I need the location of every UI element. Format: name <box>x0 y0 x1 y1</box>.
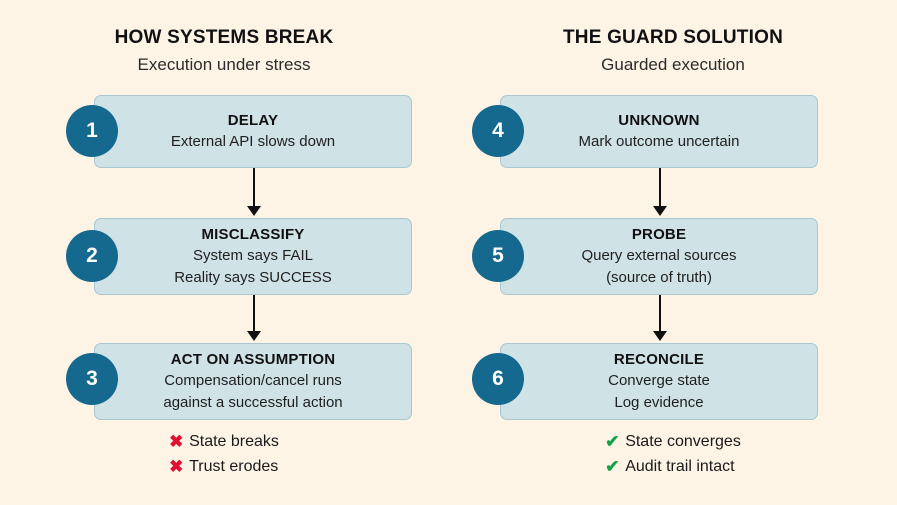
column-title: THE GUARD SOLUTION <box>563 27 783 48</box>
step-number-badge-6: 6 <box>472 353 524 405</box>
step-box-act-on-assumption[interactable]: ACT ON ASSUMPTION Compensation/cancel ru… <box>94 343 412 420</box>
step-number-badge-5: 5 <box>472 230 524 282</box>
step-number: 1 <box>86 119 98 142</box>
step-number: 6 <box>492 367 504 390</box>
cross-icon: ✖ <box>169 457 184 476</box>
step-box-delay[interactable]: DELAY External API slows down <box>94 95 412 168</box>
cross-icon: ✖ <box>169 432 184 451</box>
check-icon: ✔ <box>605 432 620 451</box>
connector-4-to-5 <box>659 168 661 210</box>
column-the-guard-solution: THE GUARD SOLUTION Guarded execution UNK… <box>449 0 897 505</box>
step-box-reconcile[interactable]: RECONCILE Converge state Log evidence <box>500 343 818 420</box>
column-title: HOW SYSTEMS BREAK <box>114 27 334 48</box>
arrowhead-4-to-5 <box>653 206 667 216</box>
connector-2-to-3 <box>253 295 255 335</box>
outcome-label: State converges <box>625 433 741 450</box>
connector-5-to-6 <box>659 295 661 335</box>
step-number: 5 <box>492 244 504 267</box>
column-subtitle: Guarded execution <box>601 55 745 74</box>
step-title: UNKNOWN <box>618 111 700 129</box>
column-header: THE GUARD SOLUTION Guarded execution <box>449 26 897 77</box>
column-subtitle: Execution under stress <box>137 55 311 74</box>
outcome-item: ✔ Audit trail intact <box>605 454 741 479</box>
outcome-item: ✔ State converges <box>605 429 741 454</box>
step-number: 2 <box>86 244 98 267</box>
step-line: Log evidence <box>614 393 704 411</box>
step-line: Mark outcome uncertain <box>578 132 740 150</box>
step-number: 3 <box>86 367 98 390</box>
step-number-badge-3: 3 <box>66 353 118 405</box>
column-how-systems-break: HOW SYSTEMS BREAK Execution under stress… <box>0 0 448 505</box>
outcome-list-guard: ✔ State converges ✔ Audit trail intact <box>449 429 897 479</box>
outcome-label: State breaks <box>189 433 279 450</box>
arrowhead-5-to-6 <box>653 331 667 341</box>
arrowhead-2-to-3 <box>247 331 261 341</box>
step-line: (source of truth) <box>606 268 712 286</box>
step-line: Compensation/cancel runs <box>164 371 342 389</box>
outcome-label: Audit trail intact <box>625 458 735 475</box>
step-line: System says FAIL <box>192 246 314 264</box>
outcome-label: Trust erodes <box>189 458 279 475</box>
step-line: External API slows down <box>170 132 336 150</box>
step-box-unknown[interactable]: UNKNOWN Mark outcome uncertain <box>500 95 818 168</box>
step-line: against a successful action <box>163 393 343 411</box>
connector-1-to-2 <box>253 168 255 210</box>
step-number-badge-1: 1 <box>66 105 118 157</box>
step-line: Converge state <box>608 371 710 389</box>
column-header: HOW SYSTEMS BREAK Execution under stress <box>0 26 448 77</box>
step-title: DELAY <box>227 111 279 129</box>
arrowhead-1-to-2 <box>247 206 261 216</box>
step-number-badge-4: 4 <box>472 105 524 157</box>
outcome-item: ✖ State breaks <box>169 429 279 454</box>
step-title: PROBE <box>631 225 687 243</box>
outcome-list-break: ✖ State breaks ✖ Trust erodes <box>0 429 448 479</box>
step-number-badge-2: 2 <box>66 230 118 282</box>
step-box-misclassify[interactable]: MISCLASSIFY System says FAIL Reality say… <box>94 218 412 295</box>
step-title: ACT ON ASSUMPTION <box>170 350 336 368</box>
step-line: Query external sources <box>581 246 737 264</box>
check-icon: ✔ <box>605 457 620 476</box>
step-line: Reality says SUCCESS <box>174 268 332 286</box>
step-title: MISCLASSIFY <box>201 225 305 243</box>
step-box-probe[interactable]: PROBE Query external sources (source of … <box>500 218 818 295</box>
outcome-item: ✖ Trust erodes <box>169 454 279 479</box>
step-title: RECONCILE <box>613 350 705 368</box>
step-number: 4 <box>492 119 504 142</box>
